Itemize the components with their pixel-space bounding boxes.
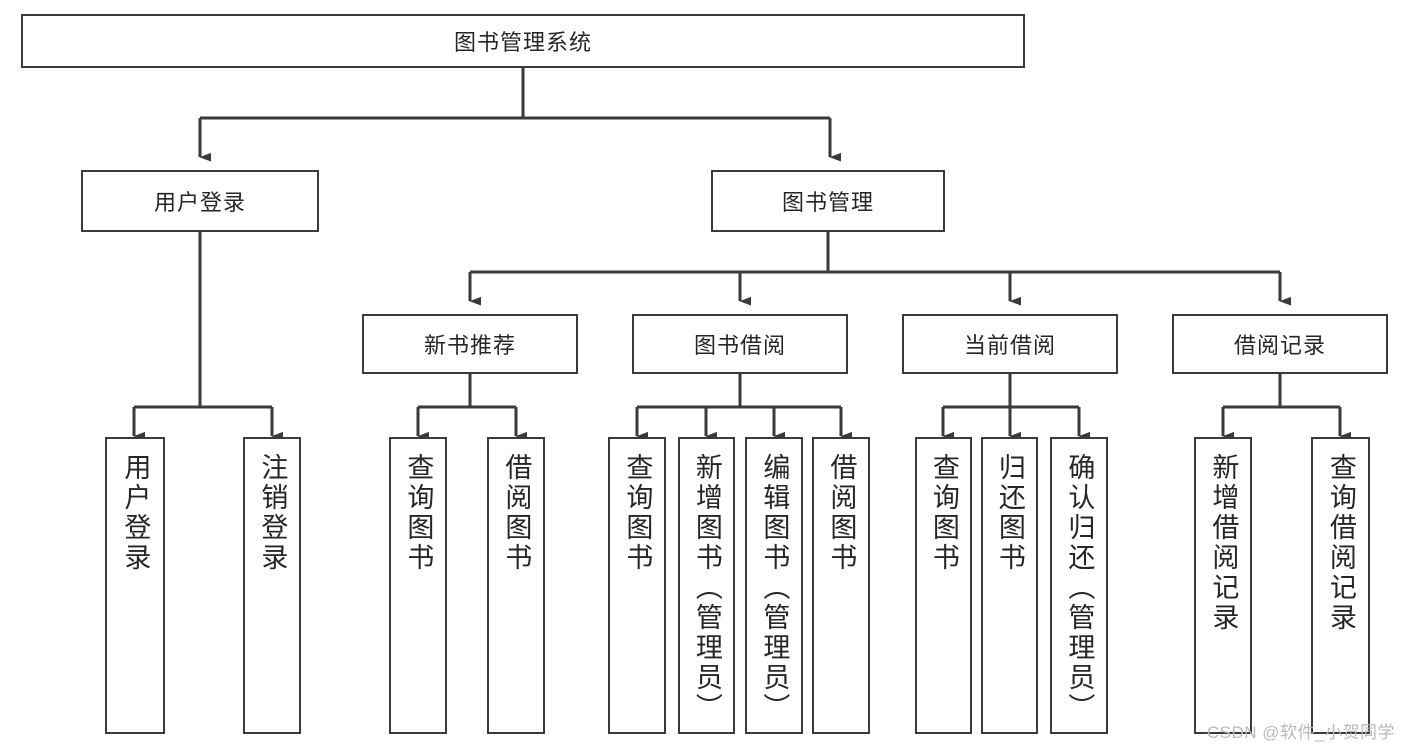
node-current-borrow[interactable]: 当前借阅 <box>902 314 1118 374</box>
leaf-user-login[interactable]: 用户登录 <box>105 437 165 734</box>
node-label: 编辑图书（管理员） <box>759 453 790 723</box>
leaf-query-borrow-record[interactable]: 查询借阅记录 <box>1311 437 1370 734</box>
edges-level2-to-level3 <box>468 232 1291 306</box>
leaf-borrow-book[interactable]: 借阅图书 <box>812 437 870 734</box>
node-borrow-record[interactable]: 借阅记录 <box>1172 314 1388 374</box>
watermark-text: CSDN @软件_小贺同学 <box>1206 723 1395 742</box>
node-label: 借阅图书 <box>826 453 857 573</box>
leaf-return-book[interactable]: 归还图书 <box>981 437 1038 734</box>
edges-root-to-level2 <box>198 68 841 162</box>
edges-borrow-record-to-leaves <box>1221 374 1351 441</box>
node-label: 查询借阅记录 <box>1325 453 1356 633</box>
node-label: 查询图书 <box>622 453 653 573</box>
node-label: 图书借阅 <box>693 333 786 358</box>
node-label: 新增借阅记录 <box>1208 453 1239 633</box>
leaf-query-book-borrow[interactable]: 查询图书 <box>608 437 666 734</box>
node-label: 当前借阅 <box>963 333 1056 358</box>
node-label: 借阅记录 <box>1233 333 1326 358</box>
leaf-add-borrow-record[interactable]: 新增借阅记录 <box>1194 437 1252 734</box>
node-label: 查询图书 <box>928 453 959 573</box>
node-label: 图书管理系统 <box>453 30 592 55</box>
node-label: 确认归还（管理员） <box>1064 453 1095 723</box>
leaf-logout-login[interactable]: 注销登录 <box>243 437 301 734</box>
node-label: 新书推荐 <box>423 333 516 358</box>
leaf-query-book-new[interactable]: 查询图书 <box>389 437 447 734</box>
node-label: 用户登录 <box>153 190 246 215</box>
node-label: 归还图书 <box>994 453 1025 573</box>
edges-current-borrow-to-leaves <box>941 374 1090 441</box>
node-label: 图书管理 <box>781 190 874 215</box>
node-label: 查询图书 <box>403 453 434 573</box>
node-label: 新增图书（管理员） <box>691 453 722 723</box>
node-book-management[interactable]: 图书管理 <box>711 170 945 232</box>
node-book-borrow[interactable]: 图书借阅 <box>632 314 848 374</box>
node-new-book-recommend[interactable]: 新书推荐 <box>362 314 578 374</box>
edges-user-login-to-leaves <box>132 232 283 441</box>
leaf-edit-book-admin[interactable]: 编辑图书（管理员） <box>745 437 803 734</box>
node-root-system[interactable]: 图书管理系统 <box>21 14 1025 68</box>
node-label: 注销登录 <box>257 453 288 573</box>
node-label: 借阅图书 <box>501 453 532 573</box>
node-label: 用户登录 <box>120 453 151 573</box>
node-user-login[interactable]: 用户登录 <box>81 170 319 232</box>
leaf-add-book-admin[interactable]: 新增图书（管理员） <box>678 437 735 734</box>
leaf-query-book-current[interactable]: 查询图书 <box>915 437 972 734</box>
leaf-confirm-return-admin[interactable]: 确认归还（管理员） <box>1050 437 1108 734</box>
edges-book-borrow-to-leaves <box>635 374 852 441</box>
leaf-borrow-book-new[interactable]: 借阅图书 <box>487 437 545 734</box>
edges-new-book-to-leaves <box>416 374 527 441</box>
